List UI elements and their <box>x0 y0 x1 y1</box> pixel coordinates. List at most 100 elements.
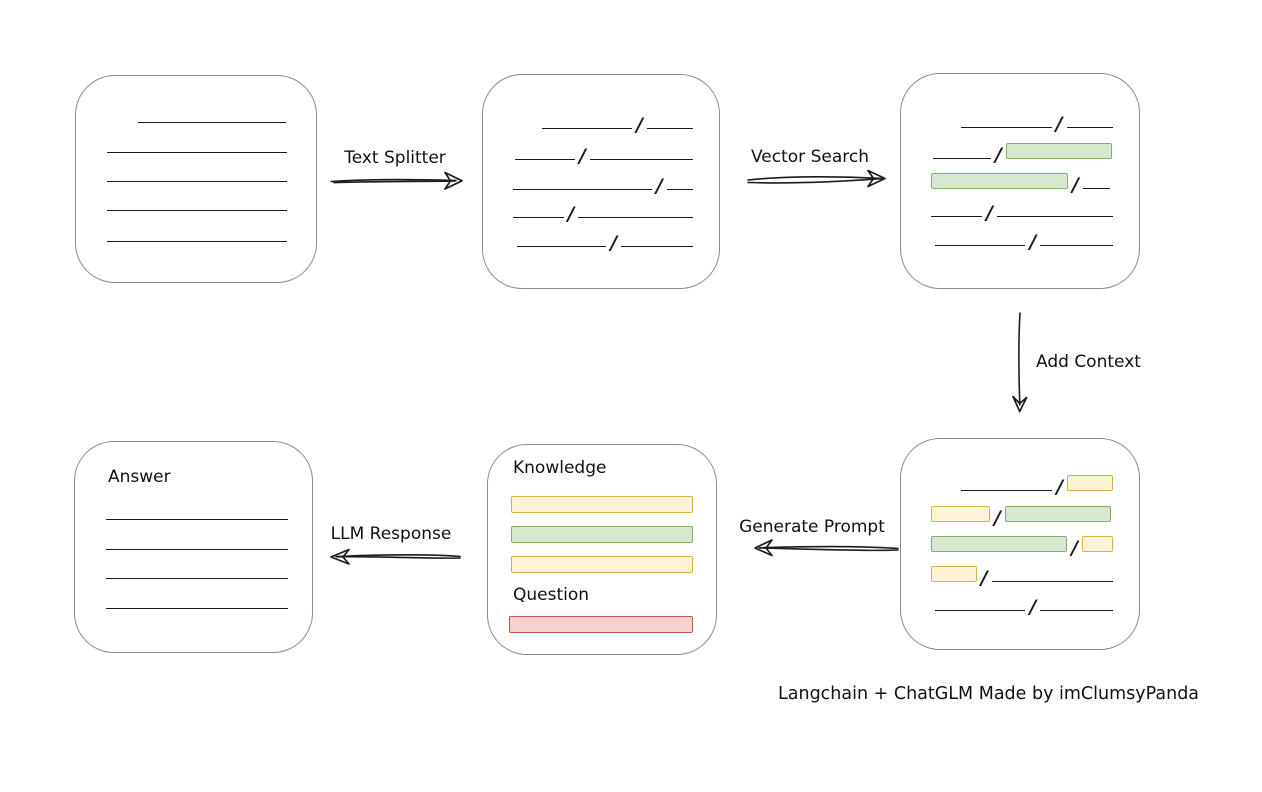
text-line <box>138 122 286 123</box>
chunk-row: / <box>929 471 1113 497</box>
yellow-highlight-chip <box>1067 475 1113 491</box>
slash-separator: / <box>636 114 644 136</box>
green-bar <box>511 526 693 543</box>
yellow-highlight-chip <box>931 566 977 582</box>
answer-box: Answer <box>74 441 313 653</box>
text-line <box>107 152 287 153</box>
chunk-row: / <box>929 532 1113 558</box>
text-line <box>107 241 287 242</box>
green-highlight-chip <box>1005 506 1111 522</box>
text-line <box>621 246 693 247</box>
text-line <box>991 581 1113 582</box>
yellow-bar <box>511 556 693 573</box>
text-line <box>513 189 653 190</box>
slash-separator: / <box>1072 174 1079 196</box>
text-line <box>590 159 693 160</box>
chunk-row: / <box>929 591 1113 617</box>
generate-prompt-label: Generate Prompt <box>739 517 885 537</box>
prompt-box: Knowledge Question <box>487 444 717 655</box>
indent-gap <box>511 246 515 247</box>
vector-search-arrow <box>747 169 886 188</box>
chunk-row: / <box>929 562 1113 588</box>
text-line <box>106 549 288 550</box>
green-highlight-chip <box>931 536 1068 552</box>
red-bar <box>509 616 693 633</box>
chunk-row: / <box>511 227 693 253</box>
slash-separator: / <box>995 144 1002 166</box>
slash-separator: / <box>1029 596 1037 618</box>
text-line <box>934 610 1026 611</box>
green-highlight-chip <box>931 173 1068 189</box>
indent-gap <box>929 158 931 159</box>
chunk-row: / <box>511 170 693 196</box>
green-highlight-chip <box>1006 143 1112 159</box>
slash-separator: / <box>1029 231 1037 253</box>
slash-separator: / <box>994 507 1001 529</box>
text-line <box>578 217 694 218</box>
text-line <box>933 158 991 159</box>
slash-separator: / <box>1055 113 1063 135</box>
llm-response-arrow <box>330 548 461 565</box>
slash-separator: / <box>655 175 663 197</box>
question-label: Question <box>513 585 590 605</box>
add-context-label: Add Context <box>1036 352 1141 372</box>
slash-separator: / <box>567 203 575 225</box>
generate-prompt-arrow <box>754 539 899 557</box>
chunk-row: / <box>929 197 1113 223</box>
text-line <box>106 519 288 520</box>
text-line <box>1040 245 1113 246</box>
slash-separator: / <box>610 232 618 254</box>
text-line <box>934 245 1026 246</box>
text-line <box>516 246 607 247</box>
text-splitter-label: Text Splitter <box>344 148 446 168</box>
chunk-row: / <box>929 226 1113 252</box>
text-line <box>996 216 1113 217</box>
slash-separator: / <box>1056 476 1064 498</box>
text-line <box>106 608 288 609</box>
vector-search-label: Vector Search <box>751 147 869 167</box>
chunk-row: / <box>511 198 694 224</box>
slash-separator: / <box>1071 537 1079 559</box>
slash-separator: / <box>986 202 994 224</box>
text-line <box>960 127 1052 128</box>
text-line <box>1040 610 1113 611</box>
indent-gap <box>929 127 959 128</box>
chunk-row: / <box>929 108 1114 134</box>
answer-label: Answer <box>108 467 171 487</box>
text-line <box>1083 188 1110 189</box>
text-line <box>513 217 564 218</box>
chunk-row: / <box>511 109 693 135</box>
text-line <box>1066 127 1114 128</box>
yellow-highlight-chip <box>1082 536 1113 552</box>
text-splitter-arrow <box>330 171 463 190</box>
yellow-highlight-chip <box>931 506 990 522</box>
context-box: / / / / / <box>900 438 1140 650</box>
text-line <box>931 216 983 217</box>
split-chunks-box: / / / / / <box>482 74 720 289</box>
indent-gap <box>929 490 959 491</box>
llm-response-label: LLM Response <box>330 524 452 544</box>
caption: Langchain + ChatGLM Made by imClumsyPand… <box>778 684 1200 704</box>
text-line <box>106 578 288 579</box>
text-line <box>107 210 287 211</box>
knowledge-label: Knowledge <box>513 458 607 478</box>
add-context-arrow <box>1012 312 1028 413</box>
text-line <box>666 189 693 190</box>
indent-gap <box>511 128 540 129</box>
yellow-bar <box>511 496 693 513</box>
text-line <box>515 159 575 160</box>
text-line <box>542 128 633 129</box>
vector-result-box: / / / / / <box>900 73 1140 289</box>
slash-separator: / <box>980 567 988 589</box>
chunk-row: / <box>929 139 1113 165</box>
slash-separator: / <box>579 145 586 167</box>
indent-gap <box>511 159 513 160</box>
chunk-row: / <box>929 169 1113 195</box>
chunk-row: / <box>929 502 1113 528</box>
text-line <box>107 181 287 182</box>
indent-gap <box>929 245 933 246</box>
text-line <box>647 128 693 129</box>
text-line <box>960 490 1053 491</box>
indent-gap <box>929 610 933 611</box>
